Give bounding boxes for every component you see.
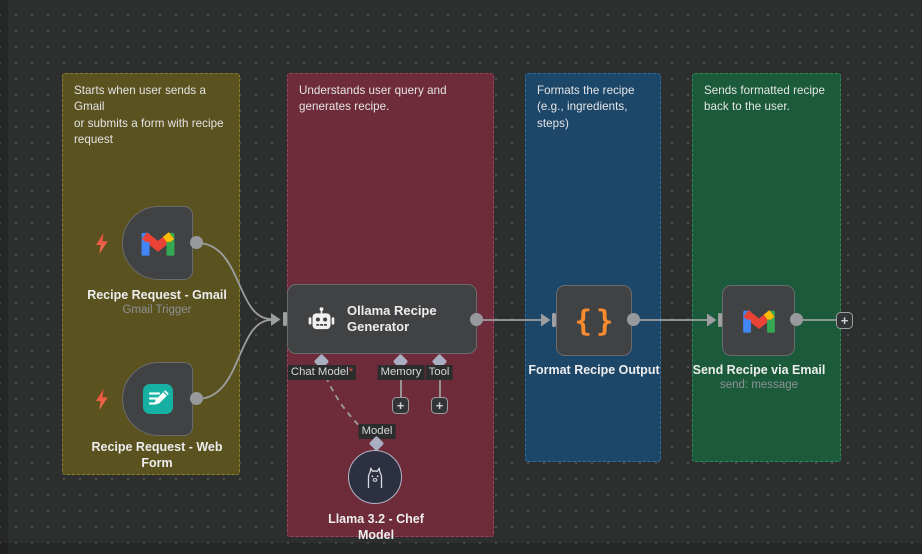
add-tool-button[interactable]: +	[431, 397, 448, 414]
arrowhead-format-input	[541, 313, 551, 327]
node-subtitle-send: send: message	[720, 379, 798, 391]
plus-icon: +	[396, 398, 405, 413]
lightning-bolt-icon	[96, 233, 108, 254]
node-label-llama: Llama 3.2 - Chef Model	[328, 512, 424, 542]
canvas-edge-bottom	[0, 543, 922, 554]
node-title-agent: Ollama Recipe Generator	[347, 302, 437, 334]
port-label-tool: Tool	[425, 365, 453, 380]
output-endpoint-send[interactable]	[790, 313, 803, 326]
sticky-note-format-text: Formats the recipe (e.g., ingredients, s…	[537, 84, 635, 130]
input-endpoint-agent[interactable]	[283, 312, 287, 326]
lightning-bolt-icon	[96, 389, 108, 410]
sticky-note-trigger-text: Starts when user sends a Gmail or submit…	[74, 84, 224, 147]
output-endpoint-gmail[interactable]	[190, 236, 203, 249]
input-endpoint-send[interactable]	[718, 313, 722, 327]
add-next-node-button[interactable]: +	[836, 312, 853, 329]
node-format-recipe-output[interactable]: {}	[556, 285, 632, 356]
output-endpoint-format[interactable]	[627, 313, 640, 326]
robot-icon	[308, 306, 335, 329]
node-label-gmail: Recipe Request - Gmail	[87, 288, 227, 302]
connection-webform-to-agent[interactable]	[196, 319, 272, 400]
sticky-note-send[interactable]: Sends formatted recipe back to the user.	[692, 73, 841, 462]
node-label-format: Format Recipe Output	[528, 363, 660, 377]
node-ollama-recipe-generator[interactable]: Ollama Recipe Generator	[287, 284, 477, 354]
sticky-note-agent-text: Understands user query and generates rec…	[299, 84, 447, 114]
arrowhead-agent-input	[271, 313, 281, 326]
required-marker: *	[348, 366, 354, 378]
output-endpoint-agent[interactable]	[470, 313, 483, 326]
port-label-memory: Memory	[377, 365, 425, 380]
form-icon	[142, 384, 173, 414]
braces-icon: {}	[574, 303, 618, 338]
input-endpoint-format[interactable]	[552, 313, 556, 327]
port-label-model: Model	[358, 424, 396, 439]
node-label-web-form: Recipe Request - Web Form	[91, 440, 223, 470]
sticky-note-format[interactable]: Formats the recipe (e.g., ingredients, s…	[525, 73, 661, 462]
gmail-icon	[141, 231, 174, 256]
connection-gmail-to-agent[interactable]	[196, 242, 272, 320]
plus-icon: +	[435, 398, 444, 413]
llama-icon	[367, 467, 383, 488]
output-endpoint-web-form[interactable]	[190, 392, 203, 405]
port-label-chat-model: Chat Model*	[287, 365, 357, 380]
plus-icon: +	[840, 313, 849, 328]
node-llama-model[interactable]	[348, 450, 402, 504]
gmail-icon	[742, 309, 775, 333]
node-label-send: Send Recipe via Email	[692, 363, 826, 377]
arrowhead-send-input	[707, 313, 717, 327]
canvas-edge-left	[0, 0, 8, 554]
sticky-note-send-text: Sends formatted recipe back to the user.	[704, 84, 825, 114]
node-send-recipe-via-email[interactable]	[722, 285, 795, 356]
node-subtitle-gmail: Gmail Trigger	[122, 304, 192, 316]
node-gmail-trigger[interactable]	[122, 206, 193, 280]
node-web-form-trigger[interactable]	[122, 362, 193, 436]
add-memory-button[interactable]: +	[392, 397, 409, 414]
